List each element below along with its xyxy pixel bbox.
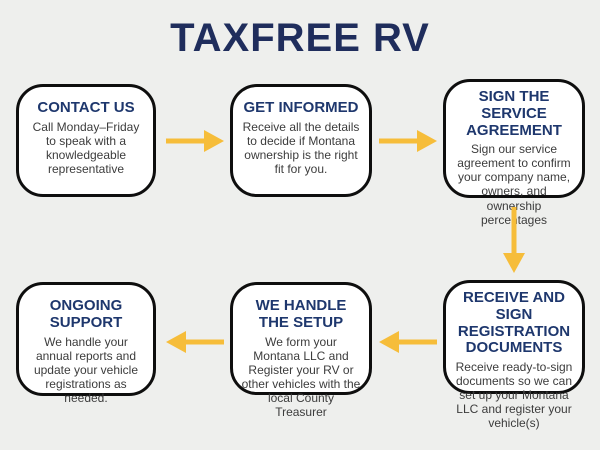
step-heading: CONTACT US [37, 99, 135, 116]
step-box-receive-and-sign-registration-documents: RECEIVE AND SIGN REGISTRATION DOCUMENTS … [443, 280, 585, 430]
step-body: We form your Montana LLC and Register yo… [241, 334, 361, 419]
step-heading: ONGOING SUPPORT [49, 297, 123, 331]
step-box-sign-the-service-agreement: SIGN THE SERVICE AGREEMENT Sign our serv… [443, 79, 585, 227]
page-title: TAXFREE RV [170, 16, 430, 60]
step-body: Call Monday–Friday to speak with a knowl… [32, 119, 140, 176]
step-body: Receive ready-to-sign documents so we ca… [455, 360, 573, 431]
arrow-left-icon [166, 329, 224, 355]
step-heading: GET INFORMED [243, 99, 359, 116]
step-body: We handle your annual reports and update… [33, 334, 139, 405]
step-heading: SIGN THE SERVICE AGREEMENT [466, 88, 562, 139]
step-heading: WE HANDLE THE SETUP [255, 297, 347, 331]
arrow-right-icon [379, 128, 437, 154]
step-box-ongoing-support: ONGOING SUPPORT We handle your annual re… [16, 282, 156, 405]
step-heading: RECEIVE AND SIGN REGISTRATION DOCUMENTS [457, 289, 571, 357]
step-box-get-informed: GET INFORMED Receive all the details to … [230, 84, 372, 197]
step-box-contact-us: CONTACT US Call Monday–Friday to speak w… [16, 84, 156, 197]
step-body: Receive all the details to decide if Mon… [242, 119, 360, 176]
arrow-left-icon [379, 329, 437, 355]
step-box-we-handle-the-setup: WE HANDLE THE SETUP We form your Montana… [230, 282, 372, 419]
arrow-right-icon [166, 128, 224, 154]
step-body: Sign our service agreement to confirm yo… [457, 142, 571, 226]
arrow-down-icon [501, 207, 527, 273]
